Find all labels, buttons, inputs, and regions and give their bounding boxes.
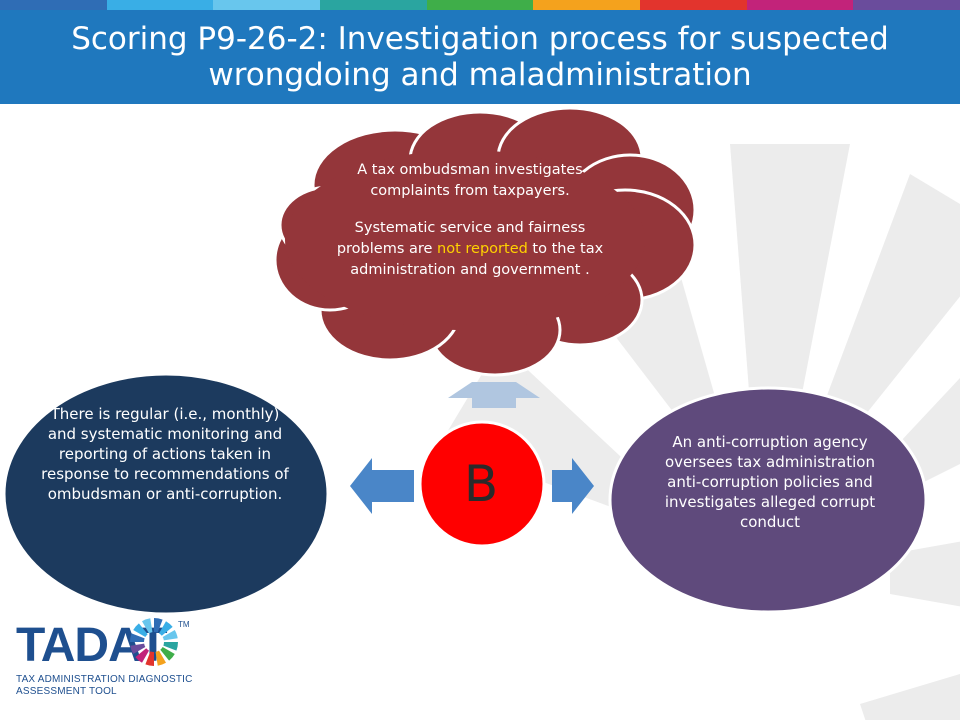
- slide-title: Scoring P9-26-2: Investigation process f…: [71, 21, 889, 93]
- color-stripe: [0, 0, 960, 10]
- logo-wheel-segment: [154, 618, 163, 633]
- left-arrow: [350, 458, 414, 514]
- not-reported-highlight: not reported: [437, 241, 528, 257]
- left-ellipse-text: There is regular (i.e., monthly) and sys…: [41, 405, 289, 503]
- right-arrow: [552, 458, 594, 514]
- stripe-segment: [213, 0, 321, 10]
- title-bar: Scoring P9-26-2: Investigation process f…: [0, 10, 960, 104]
- logo-wheel-segment: [142, 618, 153, 634]
- stripe-segment: [853, 0, 960, 10]
- cloud-text-part: to the tax administration and government…: [350, 241, 604, 278]
- logo-wheel-segment: [130, 633, 145, 642]
- stripe-segment: [533, 0, 641, 10]
- cloud-text-part: Systematic service and fairness problems…: [336, 220, 586, 257]
- logo-wheel-segment: [160, 647, 175, 661]
- stripe-segment: [640, 0, 747, 10]
- logo-wheel-segment: [163, 642, 178, 651]
- score-letter: B: [463, 455, 499, 513]
- logo-tagline: TAX ADMINISTRATION DIAGNOSTIC ASSESSMENT…: [16, 674, 193, 697]
- cloud-text-reporting: Systematic service and fairness problems…: [330, 218, 610, 281]
- stripe-segment: [106, 0, 214, 10]
- right-ellipse-text: An anti-corruption agency oversees tax a…: [664, 433, 876, 531]
- left-ellipse: [2, 372, 330, 616]
- stripe-segment: [426, 0, 534, 10]
- trademark-mark: TM: [178, 620, 190, 629]
- score-circle: [418, 420, 546, 548]
- stripe-segment: [320, 0, 427, 10]
- logo-wheel-segment: [130, 643, 146, 654]
- stripe-segment: [746, 0, 854, 10]
- logo-wheel-segment: [155, 650, 166, 666]
- tadat-logo: TADAT TM TAX ADMINISTRATION DIAGNOSTIC A…: [16, 612, 216, 712]
- up-arrow: [448, 382, 540, 408]
- logo-wheel-segment: [145, 651, 154, 666]
- right-ellipse: [608, 386, 928, 614]
- cloud-text-ombudsman: A tax ombudsman investigates complaints …: [357, 162, 583, 199]
- logo-wheel-segment: [162, 630, 178, 641]
- top-cloud: [273, 106, 697, 377]
- logo-wheel-segment: [133, 623, 148, 637]
- logo-wheel-segment: [159, 621, 173, 636]
- stripe-segment: [0, 0, 107, 10]
- logo-wheel-icon: [130, 618, 178, 666]
- logo-wheel-segment: [135, 648, 149, 663]
